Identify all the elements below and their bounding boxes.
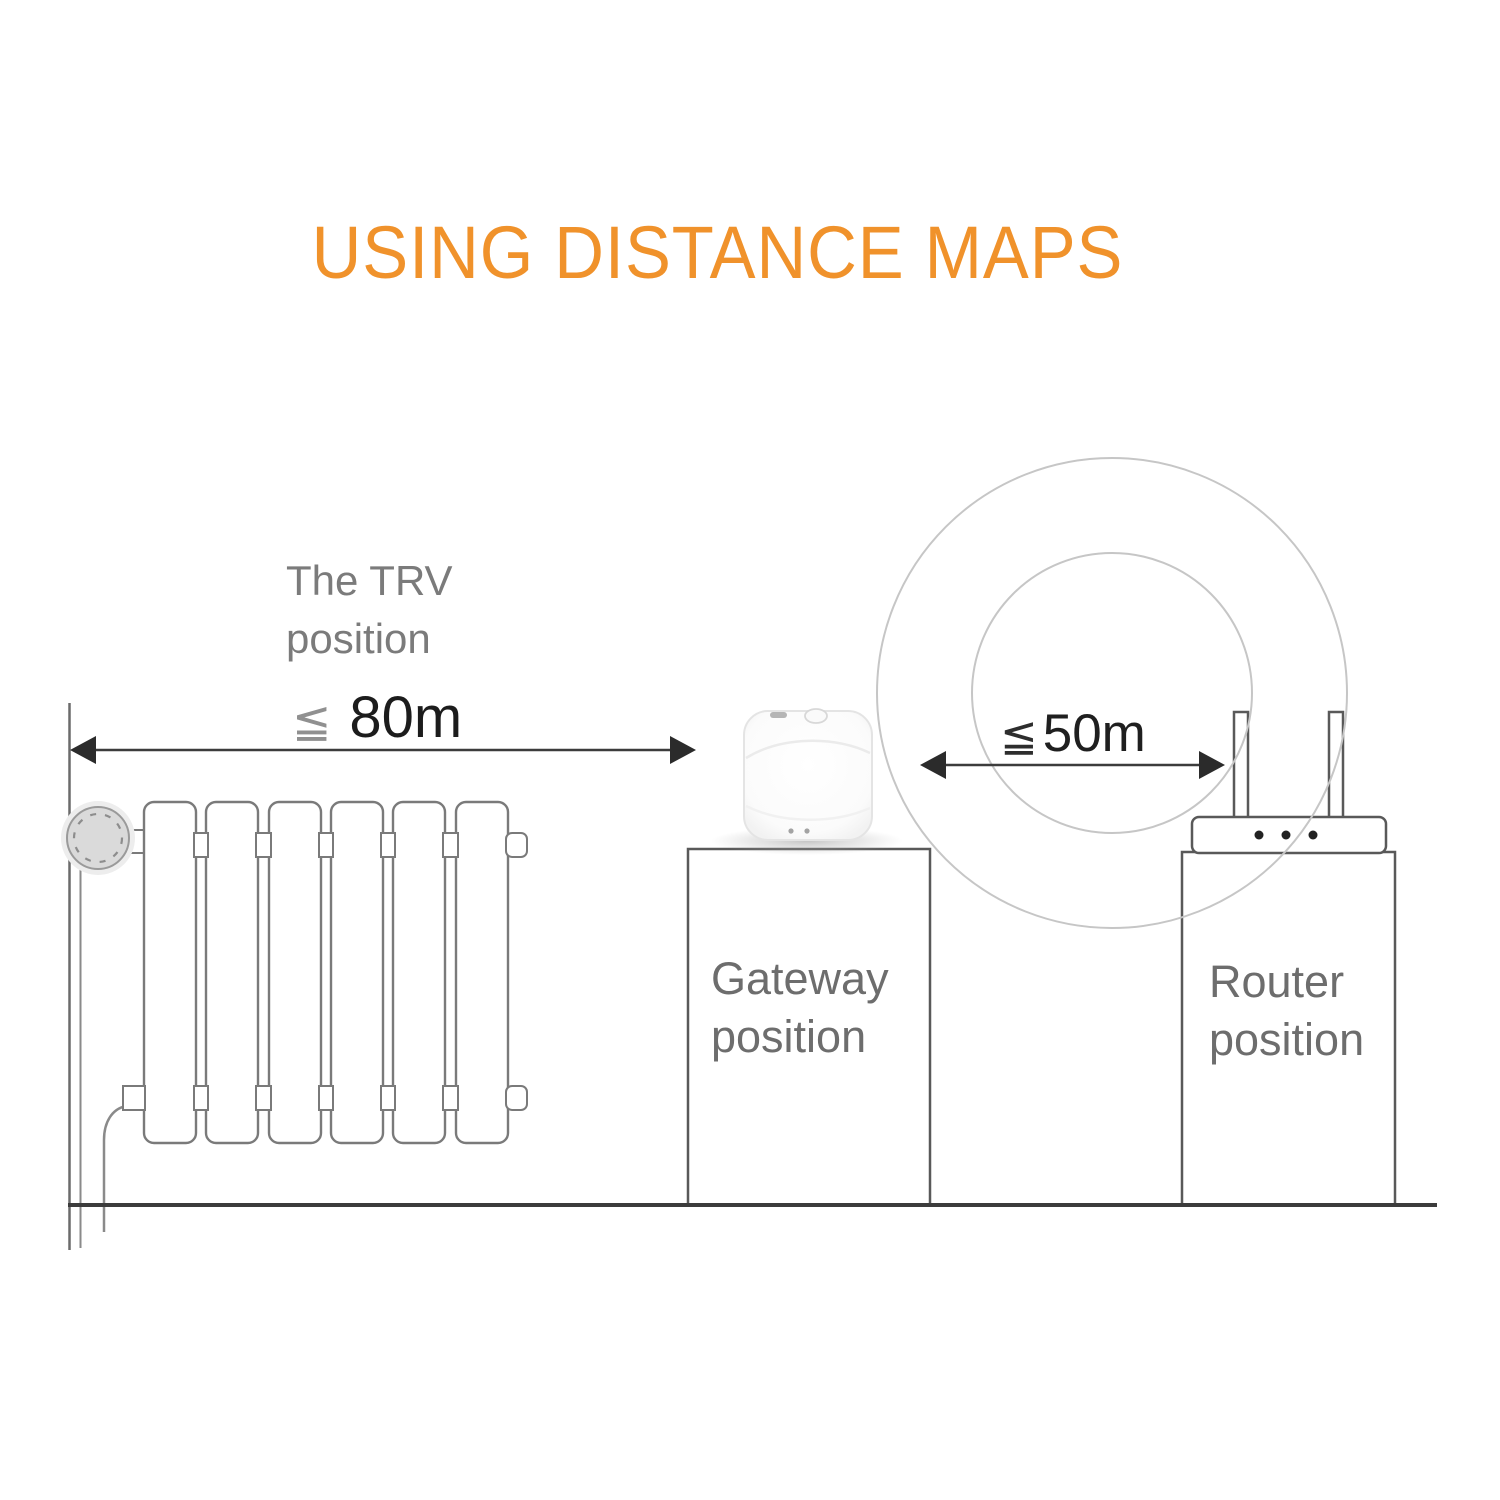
router-pedestal <box>1180 850 1397 1207</box>
distance-value: 80m <box>349 685 463 750</box>
gateway-pedestal <box>686 847 932 1207</box>
router-position-label: Router position <box>1209 956 1365 1065</box>
distance-value: 50m <box>1042 704 1146 763</box>
page-title: USING DISTANCE MAPS <box>311 211 1124 294</box>
radiator-bottom-connectors <box>122 1085 528 1111</box>
router-icon <box>1190 710 1388 855</box>
distance-arrow-80m <box>70 736 696 764</box>
trv-valve-icon <box>61 801 135 875</box>
radiator-top-connectors <box>193 832 528 858</box>
gateway-top-button <box>804 708 828 724</box>
wall-line <box>68 703 82 1250</box>
gateway-port-slot <box>770 712 787 718</box>
radiator-icon <box>122 800 528 1145</box>
trv-position-label: The TRV position <box>286 557 453 662</box>
distance-label-50m: ≦ 50m <box>1000 703 1146 764</box>
less-equal-symbol: ≦ <box>292 694 332 747</box>
distance-arrow-50m <box>920 751 1225 779</box>
gateway-device-icon <box>711 708 903 855</box>
signal-circles-icon <box>876 457 1348 929</box>
distance-label-80m: ≦ 80m <box>292 684 462 751</box>
radiator-inlet-pipe <box>102 1104 127 1232</box>
less-equal-symbol: ≦ <box>1000 710 1038 761</box>
gateway-position-label: Gateway position <box>711 953 889 1062</box>
